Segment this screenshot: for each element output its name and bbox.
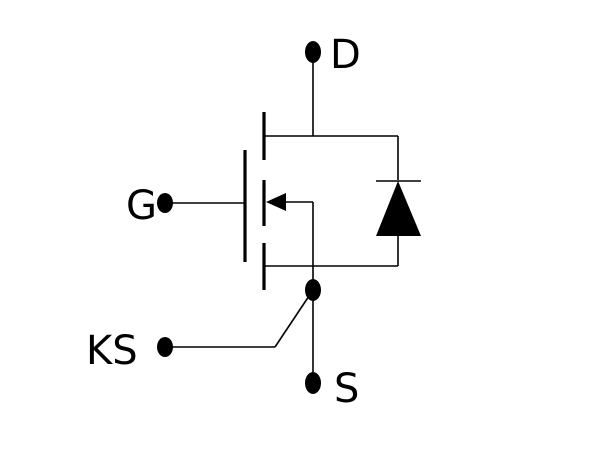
diode-triangle-icon (376, 181, 421, 236)
source-label: S (334, 366, 359, 412)
source-terminal-dot[interactable] (305, 372, 321, 394)
gate-label: G (126, 183, 157, 229)
body-arrow-icon (266, 193, 286, 211)
kelvin-source-diagonal (274, 289, 314, 348)
drain-label: D (330, 32, 361, 78)
kelvin-source-label: KS (86, 328, 138, 374)
kelvin-source-terminal-dot[interactable] (157, 337, 173, 357)
